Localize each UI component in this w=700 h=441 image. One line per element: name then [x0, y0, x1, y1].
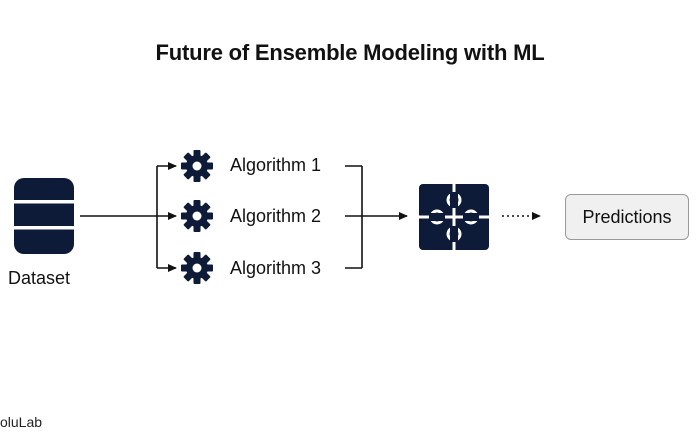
algorithm-2-label: Algorithm 2 [230, 206, 322, 226]
algorithm-1-label: Algorithm 1 [230, 155, 322, 175]
gear-icon [181, 200, 213, 232]
predictions-label: Predictions [582, 206, 672, 227]
database-icon [14, 178, 74, 254]
dataset-label: Dataset [8, 268, 71, 288]
diagram-title: Future of Ensemble Modeling with ML [155, 40, 545, 65]
gear-icon [181, 150, 213, 182]
brand-watermark: oluLab [0, 414, 43, 430]
gear-icon [181, 252, 213, 284]
predictions-box: Predictions [565, 194, 689, 240]
puzzle-icon [419, 184, 489, 250]
algorithm-3-label: Algorithm 3 [230, 258, 322, 278]
